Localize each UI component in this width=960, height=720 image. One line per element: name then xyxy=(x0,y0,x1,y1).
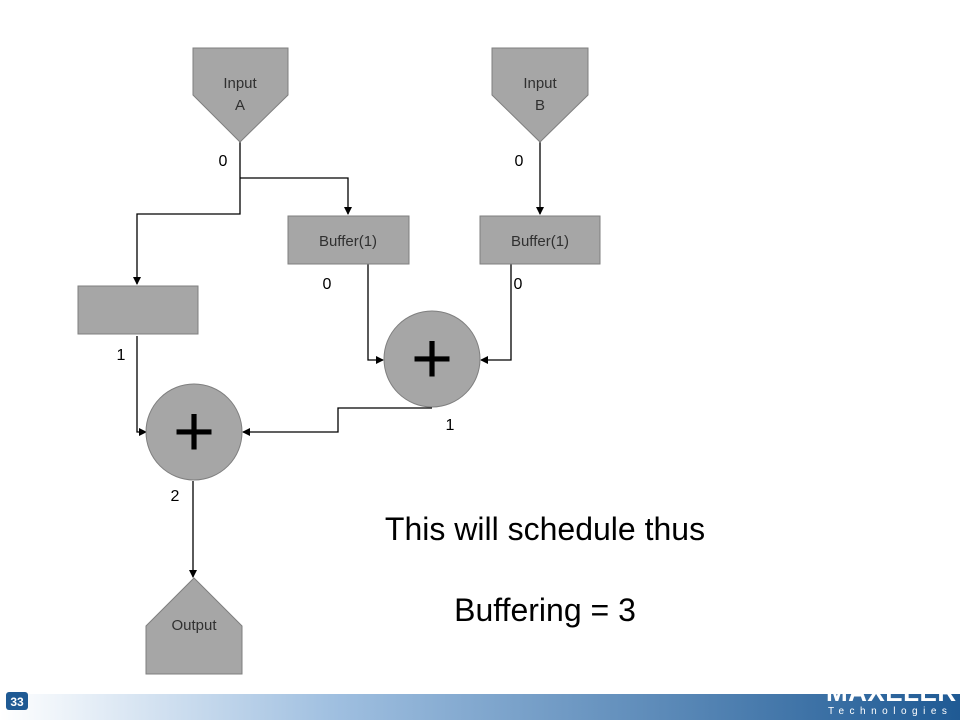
latency-delay-box: 1 xyxy=(117,347,126,364)
output-label: Output xyxy=(171,617,217,634)
logo-subtext: Technologies xyxy=(828,706,952,717)
output-node: Output xyxy=(145,577,243,675)
edge-buffer-a-to-adder xyxy=(367,264,384,364)
adder-bottom-node: + xyxy=(145,383,243,481)
input-a-label-line2: A xyxy=(235,97,245,114)
edge-input-a-to-box xyxy=(133,142,241,285)
edge-buffer-b-to-adder xyxy=(480,264,512,364)
input-b-label-line2: B xyxy=(535,97,545,114)
input-a-node: Input A xyxy=(192,47,289,143)
adder-top-plus-icon: + xyxy=(411,319,453,399)
edge-box-to-bottom-adder xyxy=(136,336,147,436)
slide-number: 33 xyxy=(10,695,24,709)
latency-adder-bottom: 2 xyxy=(171,488,180,505)
latency-adder-top: 1 xyxy=(446,417,455,434)
latency-input-b: 0 xyxy=(515,153,524,170)
adder-bottom-plus-icon: + xyxy=(173,392,215,472)
connectors xyxy=(133,142,544,578)
maxeler-logo: MAXELER Technologies xyxy=(826,677,957,717)
buffer-a-label: Buffer(1) xyxy=(319,233,377,250)
input-b-node: Input B xyxy=(491,47,589,143)
logo-text: MAXELER xyxy=(826,677,957,707)
edge-top-adder-to-bottom-adder xyxy=(242,407,432,436)
input-a-label-line1: Input xyxy=(223,75,257,92)
buffer-b-node: Buffer(1) xyxy=(479,215,601,265)
latency-input-a: 0 xyxy=(219,153,228,170)
footer: 33 MAXELER Technologies xyxy=(0,677,960,720)
edge-input-a-to-buffer xyxy=(240,177,352,215)
footer-bar xyxy=(0,694,960,720)
buffer-a-node: Buffer(1) xyxy=(287,215,410,265)
adder-top-node: + xyxy=(383,310,481,408)
slide-number-badge xyxy=(6,692,28,710)
caption-schedule: This will schedule thus xyxy=(385,511,705,547)
buffer-b-label: Buffer(1) xyxy=(511,233,569,250)
delay-box-node xyxy=(77,285,199,335)
latency-buffer-a: 0 xyxy=(323,276,332,293)
input-b-label-line1: Input xyxy=(523,75,557,92)
latency-buffer-b: 0 xyxy=(514,276,523,293)
caption-buffering: Buffering = 3 xyxy=(454,592,636,628)
